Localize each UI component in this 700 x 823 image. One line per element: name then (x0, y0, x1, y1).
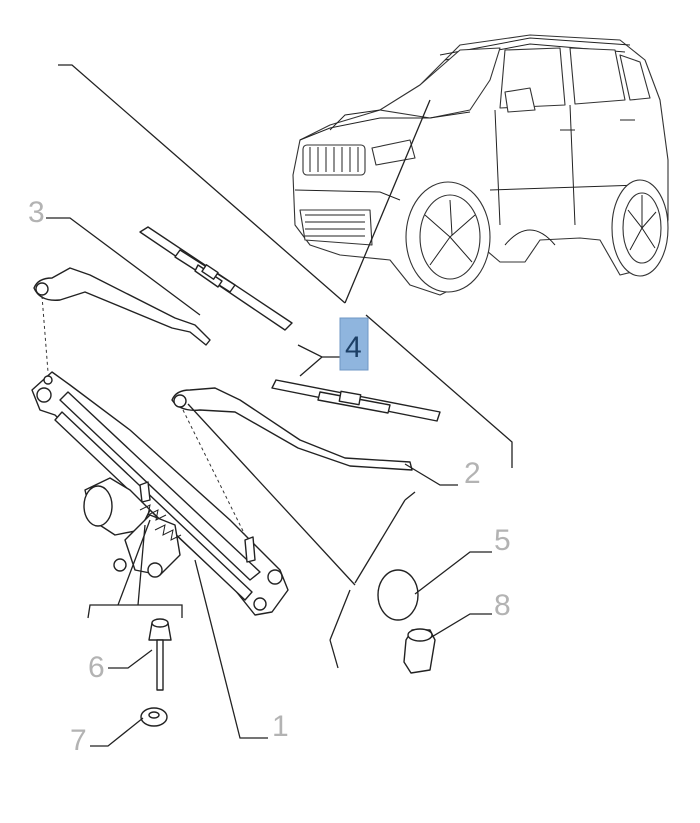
callout-labels: 1 2 3 5 6 7 8 (28, 196, 511, 757)
nut-part (403, 628, 436, 674)
callout-8: 8 (494, 589, 511, 622)
callout-7: 7 (70, 724, 87, 757)
callout-6: 6 (88, 651, 105, 684)
alignment-dashes (41, 295, 246, 536)
wiper-blade-lower (271, 379, 441, 422)
wiper-blade-upper (139, 226, 293, 331)
callout-4: 4 (345, 331, 362, 364)
callout-3: 3 (28, 196, 45, 229)
wiper-arm-right (171, 387, 413, 471)
callout-2: 2 (464, 457, 481, 490)
callout-5: 5 (494, 524, 511, 557)
callout-1: 1 (272, 710, 289, 743)
o-ring-part (377, 569, 419, 621)
washer-part (140, 707, 168, 727)
leader-lines (46, 64, 513, 747)
wiper-arm-left (33, 267, 211, 346)
callout-4-highlight[interactable]: 4 (339, 317, 369, 371)
vehicle-illustration (292, 34, 669, 296)
bolt-part (148, 618, 172, 691)
wiper-linkage-assembly (31, 371, 289, 616)
